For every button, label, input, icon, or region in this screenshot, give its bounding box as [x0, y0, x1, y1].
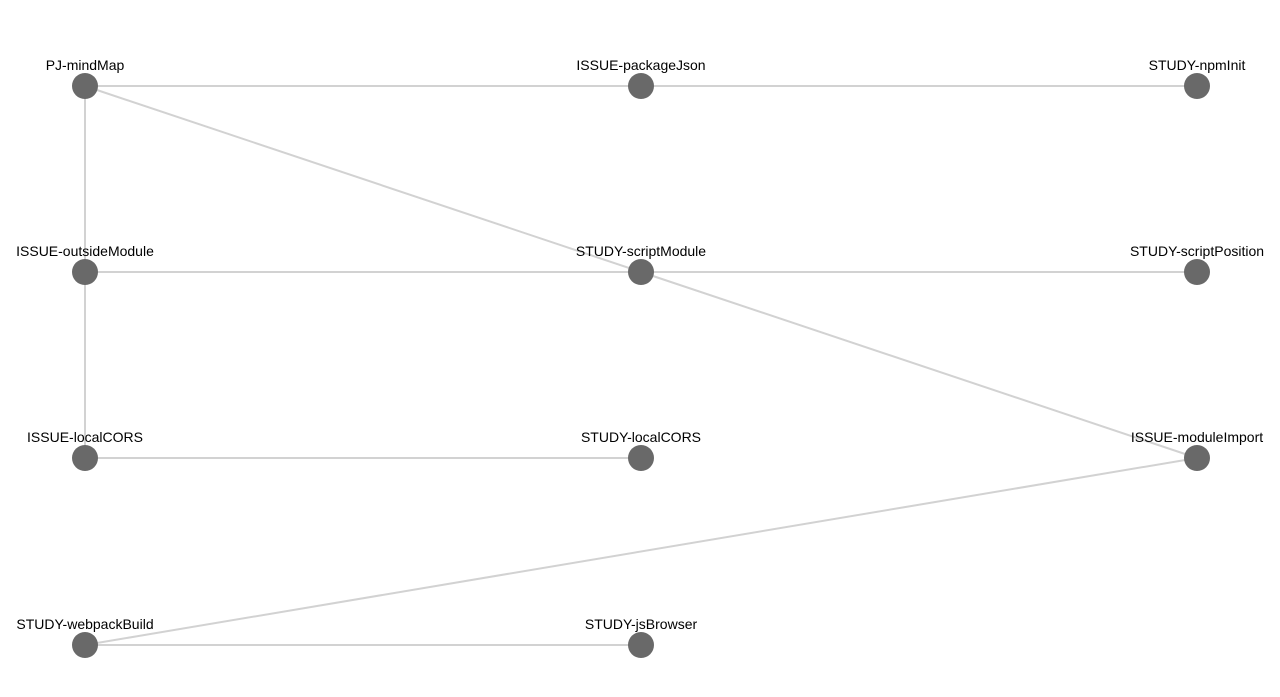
labels-layer: PJ-mindMap ISSUE-packageJson STUDY-npmInit…: [16, 57, 1264, 632]
graph-node-STUDY-npmInit[interactable]: [1184, 73, 1210, 99]
graph-node-STUDY-webpackBuild[interactable]: [72, 632, 98, 658]
graph-node-PJ-mindMap[interactable]: [72, 73, 98, 99]
graph-node-ISSUE-outsideModule[interactable]: [72, 259, 98, 285]
graph-node-STUDY-localCORS[interactable]: [628, 445, 654, 471]
edges-layer: [84, 85, 1198, 646]
graph-node-ISSUE-localCORS[interactable]: [72, 445, 98, 471]
node-label-ISSUE-outsideModule: ISSUE-outsideModule: [16, 243, 154, 259]
graph-node-STUDY-scriptModule[interactable]: [628, 259, 654, 285]
node-label-STUDY-scriptModule: STUDY-scriptModule: [576, 243, 706, 259]
node-label-ISSUE-localCORS: ISSUE-localCORS: [27, 429, 143, 445]
node-label-PJ-mindMap: PJ-mindMap: [46, 57, 125, 73]
node-label-STUDY-npmInit: STUDY-npmInit: [1149, 57, 1246, 73]
graph-node-STUDY-jsBrowser[interactable]: [628, 632, 654, 658]
graph-edge-STUDY-scriptModule--ISSUE-moduleImport: [640, 271, 1198, 459]
node-label-STUDY-jsBrowser: STUDY-jsBrowser: [585, 616, 698, 632]
node-label-STUDY-scriptPosition: STUDY-scriptPosition: [1130, 243, 1264, 259]
graph-node-STUDY-scriptPosition[interactable]: [1184, 259, 1210, 285]
graph-edge-STUDY-webpackBuild--ISSUE-moduleImport: [84, 457, 1198, 646]
graph-node-ISSUE-moduleImport[interactable]: [1184, 445, 1210, 471]
graph-edge-PJ-mindMap--STUDY-scriptModule: [84, 85, 642, 273]
node-label-ISSUE-packageJson: ISSUE-packageJson: [576, 57, 705, 73]
nodes-layer: [72, 73, 1210, 658]
node-label-ISSUE-moduleImport: ISSUE-moduleImport: [1131, 429, 1263, 445]
node-label-STUDY-webpackBuild: STUDY-webpackBuild: [16, 616, 153, 632]
node-label-STUDY-localCORS: STUDY-localCORS: [581, 429, 701, 445]
graph-node-ISSUE-packageJson[interactable]: [628, 73, 654, 99]
